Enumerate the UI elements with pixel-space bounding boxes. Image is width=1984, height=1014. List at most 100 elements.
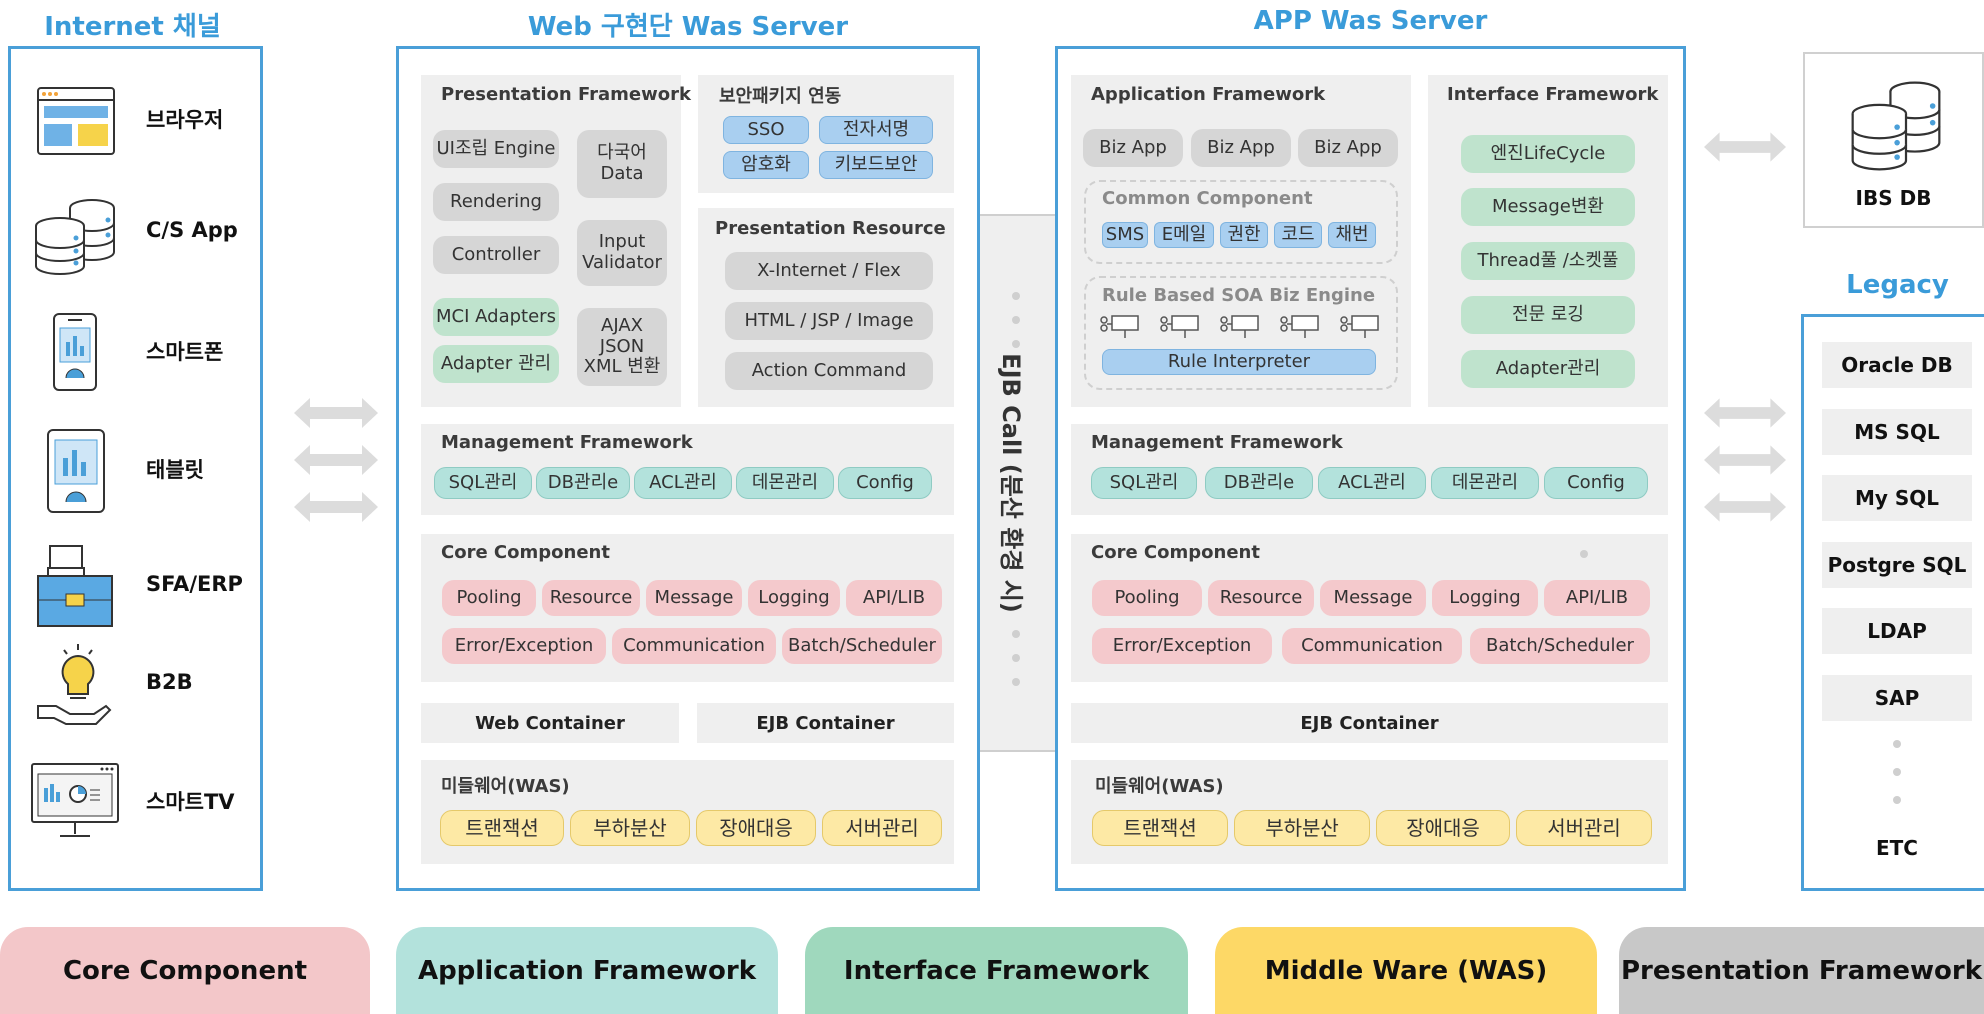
core-item: Message — [646, 580, 742, 616]
ejb-call-label: EJB Call (분산 환경 시) — [997, 353, 1025, 613]
management-item: Config — [1544, 467, 1648, 499]
double-arrow-icon — [1704, 445, 1786, 475]
interface-item: 엔진LifeCycle — [1461, 135, 1635, 173]
security-item: 암호화 — [723, 151, 809, 179]
panel-title: Core Component — [1091, 542, 1260, 563]
connector-dot — [1012, 678, 1020, 686]
core-item: Resource — [1208, 580, 1314, 616]
pf-side-item: Input Validator — [577, 220, 667, 286]
connector-dot — [1012, 292, 1020, 300]
double-arrow-icon — [294, 445, 378, 475]
monitor-icon — [31, 763, 119, 837]
common-item: SMS — [1102, 222, 1148, 248]
core-item: API/LIB — [1544, 580, 1650, 616]
channel-label: 스마트폰 — [146, 340, 224, 364]
database-icon — [1851, 81, 1941, 171]
middleware-item: 장애대응 — [1376, 810, 1510, 846]
biz-app-item: Biz App — [1298, 129, 1398, 167]
core-item: Resource — [542, 580, 640, 616]
common-item: E메일 — [1154, 222, 1214, 248]
legend-core-component: Core Component — [0, 927, 370, 1014]
pf-item: Rendering — [433, 183, 559, 221]
resource-item: Action Command — [725, 352, 933, 390]
ibs-db-box — [1803, 52, 1984, 228]
channel-browser: 브라우저 — [30, 76, 250, 166]
resource-item: HTML / JSP / Image — [725, 302, 933, 340]
core-item: Pooling — [1092, 580, 1202, 616]
legend-interface-framework: Interface Framework — [805, 927, 1188, 1014]
panel-title: 보안패키지 연동 — [719, 86, 842, 107]
legacy-db-item: Postgre SQL — [1822, 542, 1972, 588]
middleware-item: 트랜잭션 — [440, 810, 564, 846]
legacy-dot — [1893, 768, 1901, 776]
security-item: 전자서명 — [819, 116, 933, 144]
panel-title: 미들웨어(WAS) — [441, 776, 570, 797]
interface-item: 전문 로깅 — [1461, 296, 1635, 334]
channel-label: C/S App — [146, 218, 238, 242]
security-item: SSO — [723, 116, 809, 144]
common-component-group — [1084, 180, 1398, 264]
rule-node-icon — [1100, 315, 1139, 338]
tablet-icon — [47, 429, 105, 513]
panel-title: Presentation Resource — [715, 218, 946, 239]
channel-tablet: 태블릿 — [30, 426, 250, 516]
channel-label: 스마트TV — [146, 790, 235, 814]
channel-smart-tv: 스마트TV — [30, 758, 250, 848]
browser-window-icon — [37, 87, 115, 155]
resource-item: X-Internet / Flex — [725, 252, 933, 290]
legend-application-framework: Application Framework — [396, 927, 778, 1014]
legend-middle-ware: Middle Ware (WAS) — [1215, 927, 1597, 1014]
double-arrow-icon — [294, 398, 378, 428]
connector-dot — [1012, 316, 1020, 324]
interface-item: Thread풀 /소켓풀 — [1461, 242, 1635, 280]
connector-dot — [1012, 654, 1020, 662]
ejb-container: EJB Container — [697, 703, 954, 743]
middleware-item: 부하분산 — [1234, 810, 1370, 846]
core-item: Pooling — [442, 580, 536, 616]
legacy-db-item: My SQL — [1822, 475, 1972, 521]
legacy-frame — [1801, 314, 1984, 891]
smartphone-icon — [53, 313, 97, 391]
legacy-etc-label: ETC — [1876, 836, 1918, 860]
app-was-title: APP Was Server — [1253, 6, 1488, 36]
rule-interpreter: Rule Interpreter — [1102, 349, 1376, 375]
core-item: Message — [1320, 580, 1426, 616]
channel-cs-app: C/S App — [30, 190, 250, 280]
core-item: Communication — [612, 628, 776, 664]
rule-engine-group — [1084, 276, 1398, 390]
core-item: Communication — [1282, 628, 1462, 664]
connector-dot — [1012, 630, 1020, 638]
channel-b2b: B2B — [30, 642, 250, 732]
management-item: ACL관리 — [1318, 467, 1426, 499]
legacy-dot — [1893, 796, 1901, 804]
core-item: Batch/Scheduler — [1470, 628, 1650, 664]
legacy-title: Legacy — [1846, 270, 1949, 300]
connector-dot — [1012, 340, 1020, 348]
pf-item: Controller — [433, 236, 559, 274]
management-item: DB관리e — [1205, 467, 1313, 499]
management-item: 데몬관리 — [1431, 467, 1539, 499]
core-item: Logging — [1432, 580, 1538, 616]
channel-label: 태블릿 — [146, 458, 204, 482]
management-item: SQL관리 — [434, 467, 532, 499]
middleware-item: 부하분산 — [570, 810, 690, 846]
panel-title: Core Component — [441, 542, 610, 563]
management-item: Config — [838, 467, 932, 499]
channel-label: SFA/ERP — [146, 572, 243, 596]
pf-side-item: 다국어 Data — [577, 130, 667, 198]
panel-title: Management Framework — [441, 432, 693, 453]
database-servers-icon — [35, 199, 115, 275]
legacy-db-item: MS SQL — [1822, 409, 1972, 455]
middleware-item: 트랜잭션 — [1092, 810, 1228, 846]
core-item: Error/Exception — [442, 628, 606, 664]
middleware-item: 서버관리 — [1516, 810, 1652, 846]
briefcase-icon — [37, 545, 113, 627]
core-item: Logging — [748, 580, 840, 616]
legacy-dot — [1893, 740, 1901, 748]
security-item: 키보드보안 — [819, 151, 933, 179]
double-arrow-icon — [1704, 398, 1786, 428]
rule-node-icon — [1220, 315, 1259, 338]
panel-title: Application Framework — [1091, 84, 1326, 105]
interface-item: Adapter관리 — [1461, 350, 1635, 388]
panel-title: Management Framework — [1091, 432, 1343, 453]
